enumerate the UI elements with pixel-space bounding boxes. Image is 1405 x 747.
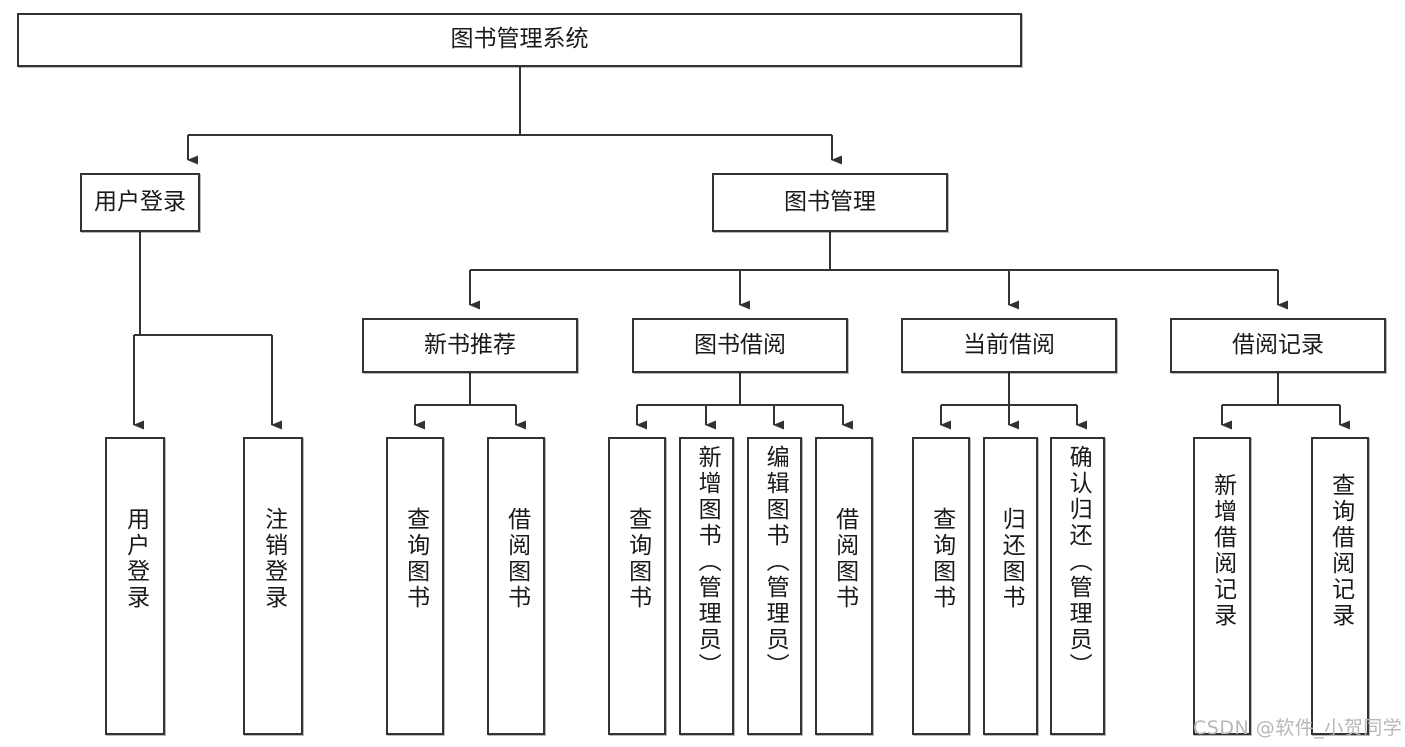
- node-book-management-label: 图书管理: [784, 188, 876, 215]
- leaf-current-query-book[interactable]: 查询图书: [912, 437, 970, 735]
- leaf-label: 确认归还（管理员）: [1065, 445, 1092, 679]
- node-book-management[interactable]: 图书管理: [712, 173, 948, 232]
- leaf-borrow-borrow-book[interactable]: 借阅图书: [815, 437, 873, 735]
- leaf-label: 查询图书: [402, 507, 429, 611]
- node-current-borrow[interactable]: 当前借阅: [901, 318, 1117, 373]
- node-book-borrow-label: 图书借阅: [694, 331, 786, 358]
- leaf-label: 归还图书: [998, 507, 1025, 611]
- leaf-current-return-book[interactable]: 归还图书: [983, 437, 1038, 735]
- leaf-label: 查询图书: [928, 507, 955, 611]
- leaf-borrow-edit-book-admin[interactable]: 编辑图书（管理员）: [747, 437, 802, 735]
- leaf-label: 查询图书: [624, 507, 651, 611]
- leaf-user-login-logout[interactable]: 注销登录: [243, 437, 303, 735]
- leaf-label: 查询借阅记录: [1327, 473, 1354, 629]
- leaf-borrow-query-book[interactable]: 查询图书: [608, 437, 666, 735]
- node-user-login[interactable]: 用户登录: [80, 173, 200, 232]
- leaf-records-add-record[interactable]: 新增借阅记录: [1193, 437, 1251, 735]
- leaf-label: 注销登录: [260, 507, 287, 611]
- leaf-current-confirm-return-admin[interactable]: 确认归还（管理员）: [1050, 437, 1105, 735]
- node-borrow-records[interactable]: 借阅记录: [1170, 318, 1386, 373]
- node-root-label: 图书管理系统: [450, 26, 589, 53]
- node-borrow-records-label: 借阅记录: [1232, 331, 1324, 358]
- leaf-label: 借阅图书: [503, 507, 530, 611]
- node-new-book-recommend[interactable]: 新书推荐: [362, 318, 578, 373]
- leaf-label: 用户登录: [122, 507, 149, 611]
- leaf-label: 新增借阅记录: [1209, 473, 1236, 629]
- leaf-user-login-login[interactable]: 用户登录: [105, 437, 165, 735]
- leaf-label: 编辑图书（管理员）: [762, 445, 789, 679]
- leaf-borrow-add-book-admin[interactable]: 新增图书（管理员）: [679, 437, 734, 735]
- csdn-watermark: CSDN @软件_小贺同学: [1193, 717, 1403, 739]
- node-book-borrow[interactable]: 图书借阅: [632, 318, 848, 373]
- leaf-recommend-borrow-book[interactable]: 借阅图书: [487, 437, 545, 735]
- node-root-system[interactable]: 图书管理系统: [17, 13, 1022, 67]
- node-new-book-recommend-label: 新书推荐: [424, 331, 516, 358]
- leaf-records-query-record[interactable]: 查询借阅记录: [1311, 437, 1369, 735]
- node-current-borrow-label: 当前借阅: [963, 331, 1055, 358]
- leaf-recommend-query-book[interactable]: 查询图书: [386, 437, 444, 735]
- node-user-login-label: 用户登录: [94, 188, 186, 215]
- leaf-label: 新增图书（管理员）: [694, 445, 721, 679]
- leaf-label: 借阅图书: [831, 507, 858, 611]
